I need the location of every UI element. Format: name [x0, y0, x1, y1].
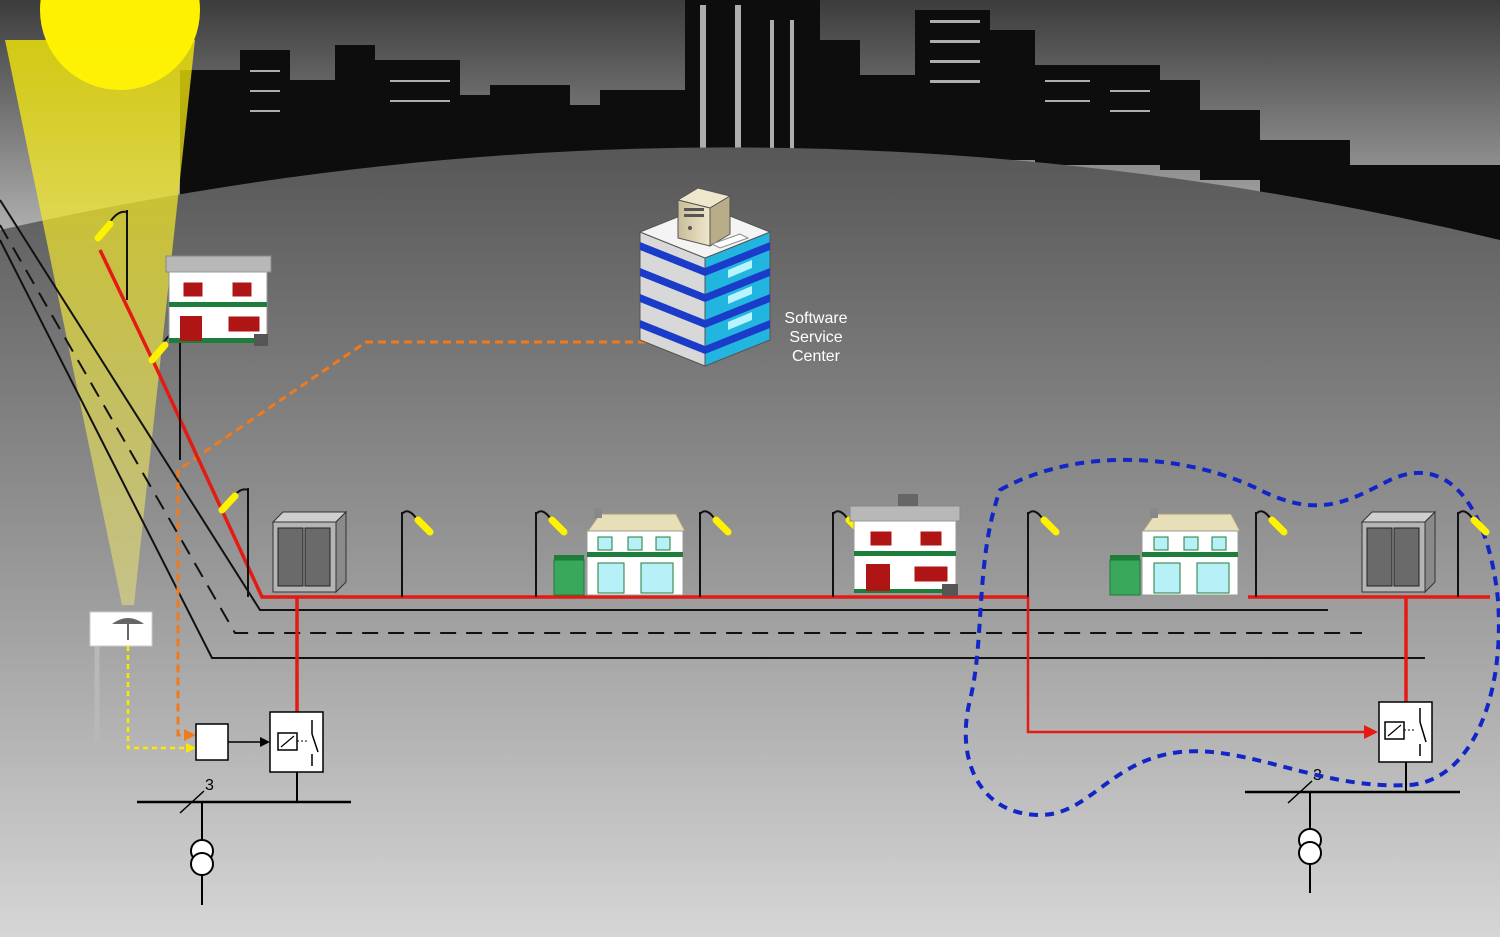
street-light-icon	[1027, 510, 1060, 597]
cabinet-icon	[271, 510, 348, 594]
cabinet-icon	[1360, 510, 1437, 594]
service-center-label-line-3: Center	[792, 348, 841, 365]
street-light-icon	[401, 510, 434, 597]
relay-switch-right	[1378, 701, 1433, 763]
transformer-left-phase-label: 3	[205, 777, 214, 794]
street-light-icon	[699, 510, 732, 597]
power-line-main	[98, 249, 1028, 599]
service-center-label-line-2: Service	[789, 329, 842, 346]
relay-switch-left	[269, 711, 324, 773]
street-lights	[94, 210, 1490, 597]
transformer-right	[1245, 762, 1460, 893]
street-light-icon	[535, 510, 568, 597]
house-icon	[165, 255, 272, 346]
house-icon	[553, 508, 686, 596]
sensor-link-arrowhead	[186, 743, 196, 753]
house-icon	[849, 494, 961, 596]
data-link	[176, 340, 672, 737]
service-center-building-icon	[638, 205, 772, 367]
data-link-arrowhead	[184, 729, 196, 741]
control-zone-outline	[963, 457, 1500, 818]
sensor-link	[126, 646, 190, 750]
control-link-right-arrowhead	[1364, 725, 1378, 739]
street-light-icon	[218, 488, 249, 597]
ground-area	[0, 147, 1500, 937]
transformer-left	[137, 772, 351, 905]
light-sensor-icon	[89, 611, 153, 742]
house-icon	[1109, 508, 1241, 596]
controller-box	[195, 723, 229, 761]
street-light-icon	[1255, 510, 1288, 597]
feeder-cables	[0, 199, 1425, 659]
service-center-label-line-1: Software	[784, 310, 847, 327]
server-icon	[676, 187, 750, 249]
street-light-icon	[94, 210, 128, 300]
control-link-right	[1026, 597, 1366, 734]
controller-to-relay-arrowhead	[260, 737, 270, 747]
street-light-icon	[1457, 510, 1490, 597]
sunlight-beam	[5, 40, 195, 605]
